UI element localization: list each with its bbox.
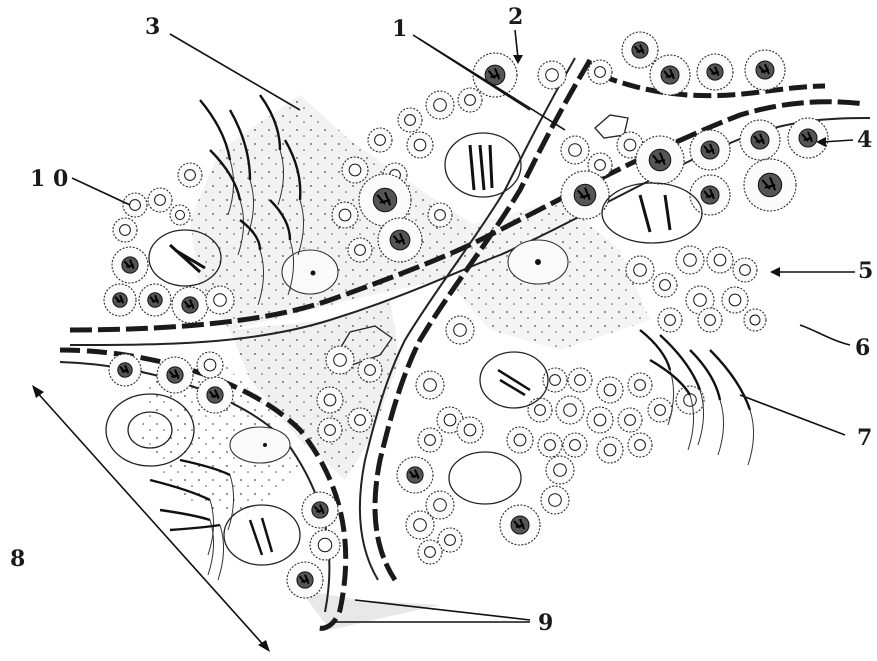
- cell-nucleus: [660, 280, 671, 291]
- cell-nucleus: [324, 394, 336, 406]
- cell-nucleus: [445, 535, 456, 546]
- cell-nucleus: [176, 211, 185, 220]
- label-8: 8: [10, 546, 25, 572]
- label-2: 2: [508, 4, 523, 30]
- cell-nucleus: [130, 200, 141, 211]
- cell-nucleus: [604, 444, 616, 456]
- cell-nucleus: [550, 375, 561, 386]
- cell-nucleus: [665, 315, 676, 326]
- label-7: 7: [857, 425, 872, 451]
- cell-nucleus: [574, 184, 596, 206]
- cell-nucleus: [185, 170, 196, 181]
- cell-nucleus: [444, 414, 456, 426]
- cell-nucleus: [465, 95, 476, 106]
- cell-nucleus: [454, 324, 467, 337]
- cell-nucleus: [575, 375, 586, 386]
- cell-nucleus: [365, 365, 376, 376]
- cell-nucleus: [694, 294, 707, 307]
- cell-nucleus: [684, 254, 697, 267]
- cell-nucleus: [155, 195, 166, 206]
- cell-nucleus: [434, 99, 447, 112]
- cell-nucleus: [214, 294, 227, 307]
- cell-nucleus: [758, 173, 781, 196]
- cell-nucleus: [594, 414, 606, 426]
- cell-nucleus: [635, 440, 646, 451]
- fiber-tail: [718, 400, 724, 455]
- label-6: 6: [855, 335, 870, 361]
- label-1: 1: [392, 16, 407, 42]
- pointer-lines: [32, 30, 855, 652]
- cell-nucleus: [318, 538, 332, 552]
- cell-nucleus: [375, 135, 386, 146]
- cell-nucleus: [569, 144, 582, 157]
- cell-nucleus: [570, 440, 581, 451]
- fiber-tail: [748, 410, 754, 465]
- cell-nucleus: [595, 67, 606, 78]
- cell-nucleus: [655, 405, 666, 416]
- cell-nucleus: [649, 149, 671, 171]
- cell-nucleus: [204, 359, 216, 371]
- cell-nucleus: [604, 384, 616, 396]
- pointer-2: [515, 30, 518, 58]
- cell-nucleus: [425, 435, 436, 446]
- cell-nucleus: [334, 354, 347, 367]
- fiber-strand: [710, 350, 750, 410]
- cell-nucleus: [549, 494, 562, 507]
- cell-nucleus: [634, 264, 647, 277]
- cell-nucleus: [120, 225, 131, 236]
- fiber-tail: [218, 525, 224, 580]
- label-4: 4: [857, 127, 872, 153]
- cell-nucleus: [625, 415, 636, 426]
- cell-nucleus: [705, 315, 716, 326]
- cell-nucleus: [325, 425, 336, 436]
- cell-nucleus: [546, 69, 559, 82]
- label-10: 1 0: [30, 166, 68, 192]
- cell-nucleus: [424, 379, 437, 392]
- cell-nucleus: [740, 265, 751, 276]
- label-9: 9: [538, 610, 553, 636]
- label-3: 3: [145, 14, 160, 40]
- cell-nucleus: [535, 405, 546, 416]
- pointer-10: [72, 178, 130, 205]
- cell-nucleus: [714, 254, 726, 266]
- cell-nucleus: [373, 188, 396, 211]
- cell-nucleus: [564, 404, 577, 417]
- cell-nucleus: [435, 210, 446, 221]
- label-5: 5: [858, 258, 873, 284]
- cell-nucleus: [595, 160, 606, 171]
- cell-nucleus: [339, 209, 351, 221]
- cell-nucleus: [355, 245, 366, 256]
- pointer-3: [170, 34, 300, 110]
- cell-nucleus: [405, 115, 416, 126]
- cell-nucleus: [414, 519, 427, 532]
- cell-nucleus: [355, 415, 366, 426]
- cell-nucleus: [464, 424, 476, 436]
- fiber-tail: [208, 520, 214, 575]
- cell-nucleus: [414, 139, 426, 151]
- cell-nucleus: [545, 440, 556, 451]
- cell-nucleus: [635, 380, 646, 391]
- cell-nucleus: [349, 164, 361, 176]
- cell-nucleus: [624, 139, 636, 151]
- cell-nucleus: [554, 464, 567, 477]
- cell-nucleus: [514, 434, 526, 446]
- cell-nucleus: [434, 499, 447, 512]
- pointer-7: [740, 395, 845, 435]
- cell-nucleus: [750, 315, 760, 325]
- cell-nucleus: [425, 547, 436, 558]
- fiber-strand: [160, 510, 210, 520]
- cell-nucleus: [390, 230, 410, 250]
- pointer-6: [800, 325, 850, 345]
- cell-nucleus: [729, 294, 741, 306]
